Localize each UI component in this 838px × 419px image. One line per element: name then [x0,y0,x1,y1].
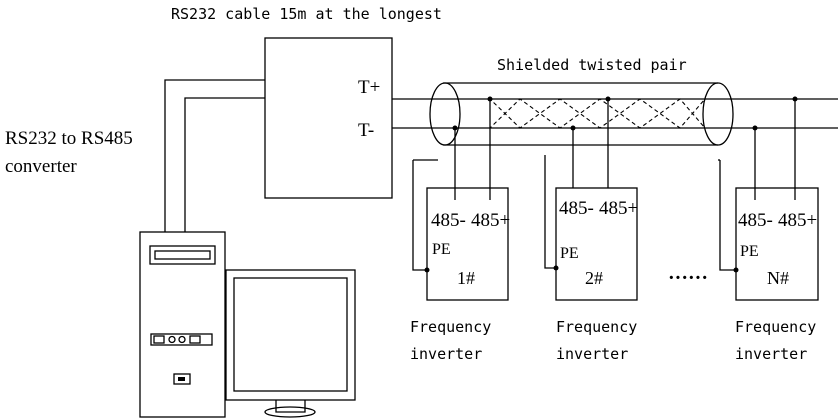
inverter-n-caption-line2: inverter [735,345,807,363]
monitor [225,269,356,418]
rs232-cable-inner [184,97,265,232]
inverter-1-pe-label: PE [432,241,451,258]
more-inverters-ellipsis: ······ [668,267,708,289]
inverter-n-pos-label: 485+ [778,210,817,231]
inverter-1 [424,99,509,301]
inverter-1-neg-label: 485- [431,210,466,231]
inverter-2-neg-label: 485- [559,198,594,219]
twisted-pair-label: Shielded twisted pair [497,56,687,74]
inverter-2-pe-label: PE [560,245,579,262]
inverter-2-pos-label: 485+ [599,198,638,219]
inverter-1-caption-line1: Frequency [410,318,491,336]
pe-ground-wire [719,160,736,271]
inverter-1-pos-label: 485+ [471,210,510,231]
rs232-cable-outer [164,79,265,232]
inverter-box [555,187,638,301]
converter-label-line1: RS232 to RS485 [5,128,133,149]
inverter-2-id: 2# [585,268,603,288]
converter-box [264,37,393,199]
inverter-n-pe-label: PE [740,243,759,260]
inverter-n-caption-line1: Frequency [735,318,816,336]
inverter-2-caption-line1: Frequency [556,318,637,336]
pc-tower [139,231,226,418]
converter-label-line2: converter [5,156,77,177]
inverter-1-id: 1# [457,268,475,288]
inverter-n-neg-label: 485- [738,210,773,231]
inverter-n [733,99,819,301]
cable-length-note: RS232 cable 15m at the longest [171,5,442,23]
inverter-2 [553,99,638,301]
pe-ground-wire [544,155,556,269]
inverter-box [735,187,819,301]
t-plus-label: T+ [358,77,380,98]
t-minus-label: T- [358,120,374,141]
inverter-2-caption-line2: inverter [556,345,628,363]
shielded-cable [429,82,734,146]
inverter-n-id: N# [767,268,789,288]
inverter-box [426,187,509,301]
pe-ground-wire [412,160,427,271]
inverter-1-caption-line2: inverter [410,345,482,363]
